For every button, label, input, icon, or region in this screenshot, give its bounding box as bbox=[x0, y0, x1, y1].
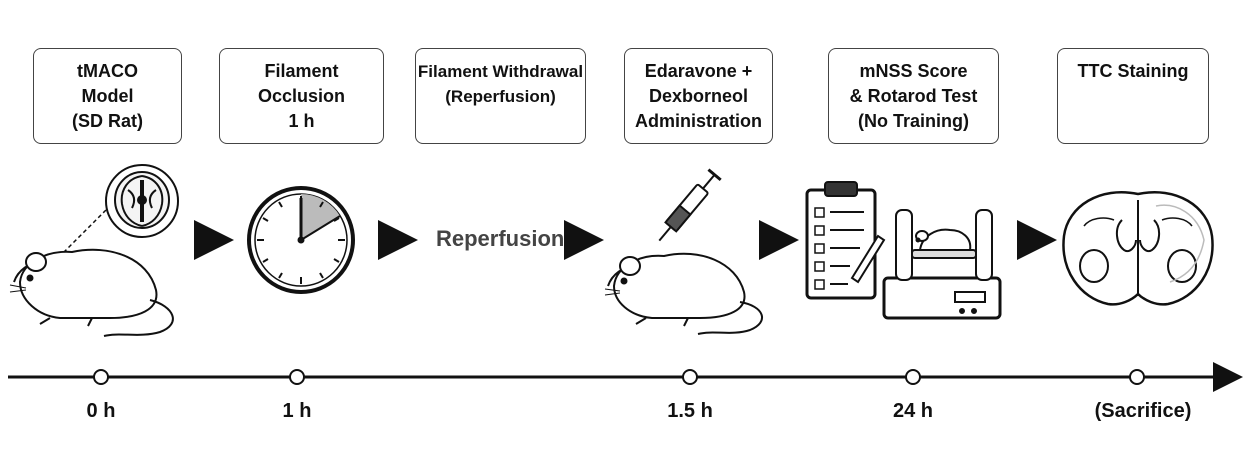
brain-section-icon bbox=[1062, 191, 1214, 306]
timeline-label-0h: 0 h bbox=[86, 400, 116, 422]
step-box-tmaco: tMACO Model (SD Rat) bbox=[33, 48, 182, 144]
timeline-node-24h bbox=[905, 369, 921, 385]
step-box-mnss: mNSS Score & Rotarod Test (No Training) bbox=[828, 48, 999, 144]
timeline-node-1-5h bbox=[682, 369, 698, 385]
clock-icon bbox=[247, 186, 355, 294]
timeline-label-sacrifice: (Sacrifice) bbox=[1094, 400, 1192, 422]
timeline-node-1h bbox=[289, 369, 305, 385]
timeline bbox=[8, 362, 1243, 392]
clipboard-icon bbox=[805, 181, 886, 300]
timeline-label-1h: 1 h bbox=[282, 400, 312, 422]
rat-with-brain-icon bbox=[9, 164, 179, 337]
step-box-ttc: TTC Staining bbox=[1057, 48, 1209, 144]
step-label-occlusion: Filament Occlusion 1 h bbox=[257, 61, 346, 131]
step-label-tmaco: tMACO Model (SD Rat) bbox=[72, 61, 143, 131]
step-box-administration: Edaravone + Dexborneol Administration bbox=[624, 48, 773, 144]
timeline-label-1-5h: 1.5 h bbox=[667, 400, 713, 422]
syringe-rat-icon bbox=[604, 168, 763, 335]
timeline-label-24h: 24 h bbox=[892, 400, 934, 422]
step-label-withdrawal: Filament Withdrawal (Reperfusion) bbox=[417, 62, 584, 106]
step-label-mnss: mNSS Score & Rotarod Test (No Training) bbox=[849, 61, 978, 131]
step-box-withdrawal: Filament Withdrawal (Reperfusion) bbox=[415, 48, 586, 144]
step-label-ttc: TTC Staining bbox=[1077, 61, 1189, 81]
timeline-node-sacrifice bbox=[1129, 369, 1145, 385]
reperfusion-label: Reperfusion bbox=[436, 226, 565, 251]
timeline-node-0h bbox=[93, 369, 109, 385]
rotarod-icon bbox=[882, 209, 1002, 320]
step-box-occlusion: Filament Occlusion 1 h bbox=[219, 48, 384, 144]
step-label-administration: Edaravone + Dexborneol Administration bbox=[634, 61, 762, 131]
